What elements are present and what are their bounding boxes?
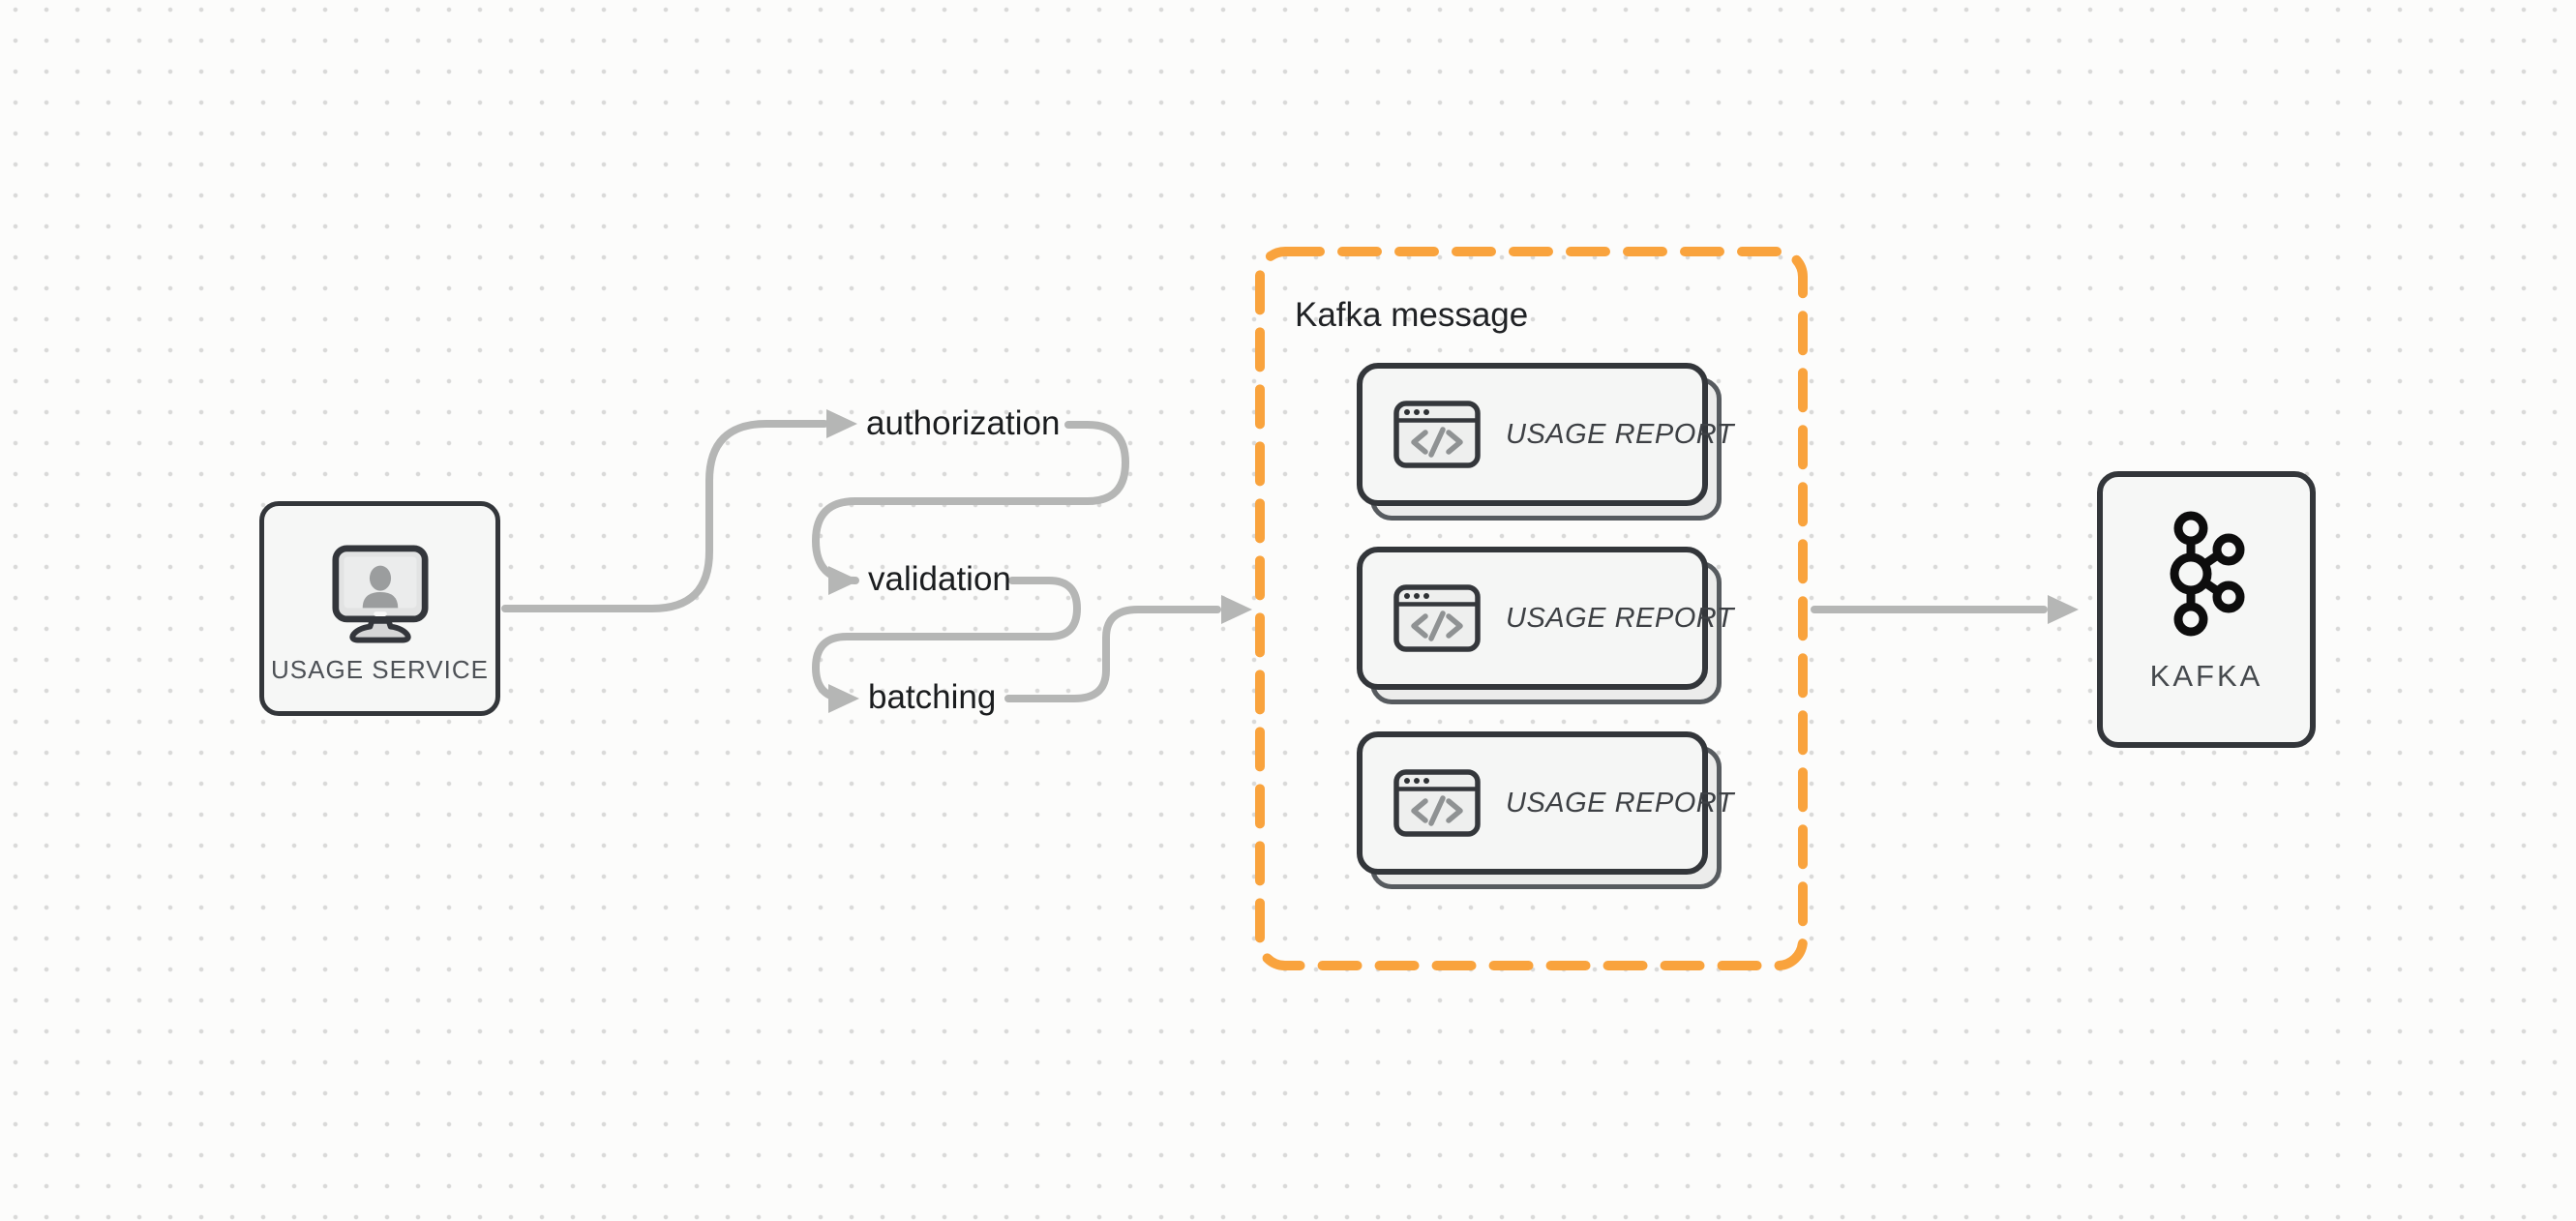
step-label-validation: validation <box>868 560 1011 599</box>
kafka-label: KAFKA <box>2149 659 2263 693</box>
step-label-batching: batching <box>868 678 997 717</box>
monitor-user-icon <box>331 543 429 643</box>
kafka-message-group-border <box>1255 247 1808 970</box>
usage-report-label: USAGE REPORT <box>1506 602 1734 634</box>
kafka-logo-icon <box>2166 510 2247 640</box>
kafka-node: KAFKA <box>2097 471 2316 748</box>
usage-report-card: USAGE REPORT <box>1357 731 1733 889</box>
usage-service-label: USAGE SERVICE <box>271 655 489 684</box>
arrowhead-into-kafka-message <box>1221 595 1252 624</box>
usage-service-node: USAGE SERVICE <box>259 501 500 716</box>
usage-report-card: USAGE REPORT <box>1357 547 1733 704</box>
browser-code-icon <box>1393 401 1481 468</box>
arrowhead-validation <box>828 566 859 595</box>
connector-authorization-to-validation <box>811 421 1130 584</box>
usage-report-label: USAGE REPORT <box>1506 787 1734 819</box>
usage-report-label: USAGE REPORT <box>1506 418 1734 450</box>
kafka-message-group-title: Kafka message <box>1295 296 1529 334</box>
arrowhead-into-kafka <box>2048 595 2079 624</box>
connector-batching-to-kafka-message <box>1004 606 1221 702</box>
browser-code-icon <box>1393 769 1481 837</box>
usage-report-card: USAGE REPORT <box>1357 363 1733 521</box>
arrowhead-authorization <box>826 409 857 438</box>
arrowhead-batching <box>828 684 859 713</box>
connector-validation-to-batching <box>811 577 1082 702</box>
connector-usage-to-authorization <box>501 420 828 612</box>
browser-code-icon <box>1393 584 1481 652</box>
step-label-authorization: authorization <box>866 404 1061 443</box>
